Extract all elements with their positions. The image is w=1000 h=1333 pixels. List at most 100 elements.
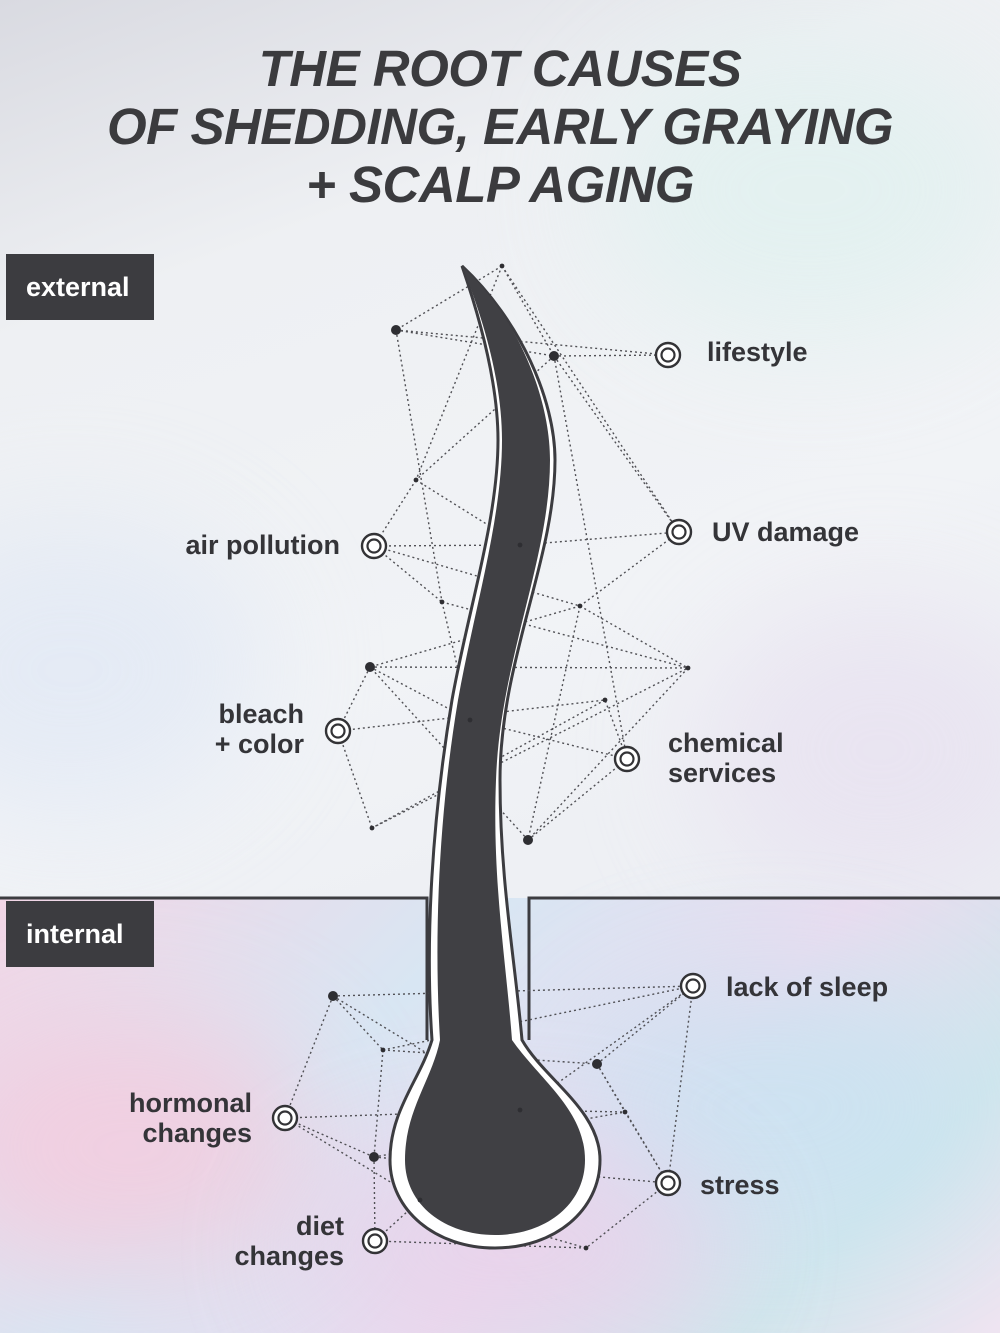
ring-node-icon <box>679 972 707 1000</box>
network-dot <box>499 263 505 269</box>
network-dot <box>592 1059 602 1069</box>
network-line <box>395 329 555 357</box>
network-dots <box>328 263 691 1251</box>
ring-node-icon <box>665 518 693 546</box>
network-dot <box>369 825 375 831</box>
network-dot <box>602 697 608 703</box>
network-dot <box>517 1107 523 1113</box>
title-line-3: + SCALP AGING <box>306 156 694 213</box>
network-line <box>415 265 503 481</box>
network-line <box>624 1111 669 1184</box>
network-line <box>579 531 680 607</box>
network-ring-nodes <box>271 341 707 1255</box>
network-line <box>373 545 443 603</box>
network-line <box>284 995 334 1119</box>
network-line <box>596 1063 669 1184</box>
ring-node-inner <box>660 347 676 363</box>
network-line <box>596 985 694 1065</box>
ring-node-icon <box>613 745 641 773</box>
network-dot <box>439 599 445 605</box>
label-hormonal-line-1: hormonal <box>128 1088 252 1118</box>
network-dot <box>685 665 691 671</box>
network-line <box>332 995 521 1111</box>
external-section-tag: external <box>6 254 154 320</box>
network-line <box>371 667 689 829</box>
network-line <box>501 265 555 357</box>
network-line <box>585 1182 669 1249</box>
label-air-pollution: air pollution <box>185 530 341 560</box>
network-line <box>519 531 680 546</box>
network-line <box>369 666 689 669</box>
network-dot <box>413 477 419 483</box>
label-chemical-line-1: chemical <box>668 728 784 758</box>
label-bleach-line-1: bleach <box>218 699 304 729</box>
label-lifestyle: lifestyle <box>707 337 808 367</box>
ring-node-outer <box>613 745 641 773</box>
network-dot <box>467 717 473 723</box>
network-line <box>527 667 689 841</box>
network-line <box>371 699 606 829</box>
network-line <box>501 265 680 533</box>
network-line <box>373 1156 376 1242</box>
label-diet-line-1: diet <box>295 1211 344 1241</box>
network-line <box>395 329 669 356</box>
ring-node-outer <box>361 1227 389 1255</box>
network-line <box>415 479 521 546</box>
ring-node-icon <box>324 717 352 745</box>
network-line <box>373 1156 669 1184</box>
label-diet-changes: diet changes <box>190 1211 344 1271</box>
network-dot <box>549 351 559 361</box>
ring-node-outer <box>654 1169 682 1197</box>
network-line <box>373 1049 384 1158</box>
label-chemical-line-2: services <box>668 758 777 788</box>
network-dot <box>622 1109 628 1115</box>
ring-node-inner <box>671 524 687 540</box>
ring-node-outer <box>324 717 352 745</box>
ring-node-outer <box>679 972 707 1000</box>
internal-section-tag: internal <box>6 901 154 967</box>
network-dot <box>523 835 533 845</box>
page-title: THE ROOT CAUSES OF SHEDDING, EARLY GRAYI… <box>0 40 1000 214</box>
network-line <box>553 354 669 357</box>
label-bleach-color: bleach + color <box>150 699 304 759</box>
label-hormonal-line-2: changes <box>142 1118 252 1148</box>
network-dot <box>577 603 583 609</box>
label-hormonal-changes: hormonal changes <box>90 1088 252 1148</box>
ring-node-inner <box>367 1233 383 1249</box>
ring-node-icon <box>360 532 388 560</box>
label-lack-of-sleep: lack of sleep <box>726 972 889 1002</box>
title-line-1: THE ROOT CAUSES <box>258 40 742 97</box>
network-dot <box>380 1047 386 1053</box>
label-uv-damage: UV damage <box>712 517 860 547</box>
network-line <box>369 666 471 721</box>
network-line <box>527 605 581 841</box>
network-dot <box>365 662 375 672</box>
ring-node-outer <box>665 518 693 546</box>
network-line <box>519 985 694 1111</box>
hair-strand <box>405 266 585 1235</box>
network-line <box>527 758 628 841</box>
ring-node-icon <box>654 341 682 369</box>
network-line <box>667 985 694 1184</box>
label-bleach-line-2: + color <box>214 729 304 759</box>
network-line <box>579 605 689 669</box>
network-lines <box>284 265 694 1249</box>
ring-node-inner <box>330 723 346 739</box>
network-line <box>596 1063 626 1113</box>
ring-node-inner <box>660 1175 676 1191</box>
network-dot <box>517 542 523 548</box>
label-stress: stress <box>700 1170 780 1200</box>
network-line <box>337 730 373 829</box>
network-dot <box>369 1152 379 1162</box>
network-line <box>382 1049 598 1065</box>
network-dot <box>417 1197 423 1203</box>
network-line <box>553 355 628 760</box>
network-dot <box>328 991 338 1001</box>
network-line <box>373 545 581 607</box>
ring-node-outer <box>360 532 388 560</box>
label-diet-line-2: changes <box>234 1241 344 1271</box>
network-line <box>284 1117 375 1158</box>
